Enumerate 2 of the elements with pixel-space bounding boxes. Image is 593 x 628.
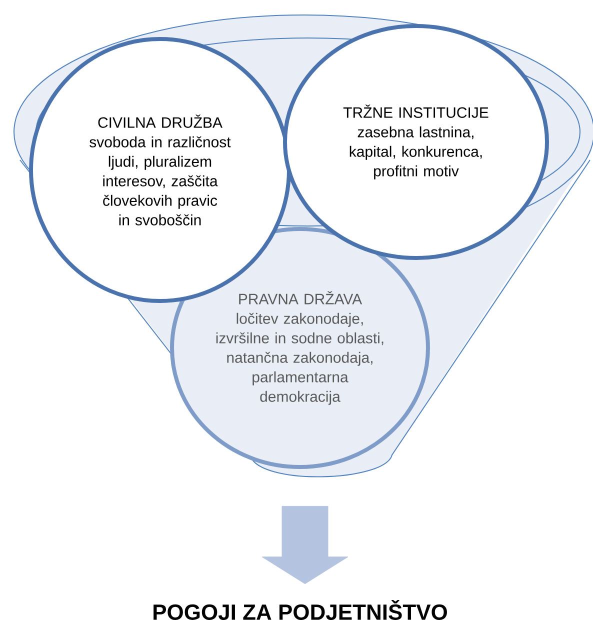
- title: POGOJI ZA PODJETNIŠTVO: [154, 600, 447, 620]
- arrow: [262, 506, 348, 584]
